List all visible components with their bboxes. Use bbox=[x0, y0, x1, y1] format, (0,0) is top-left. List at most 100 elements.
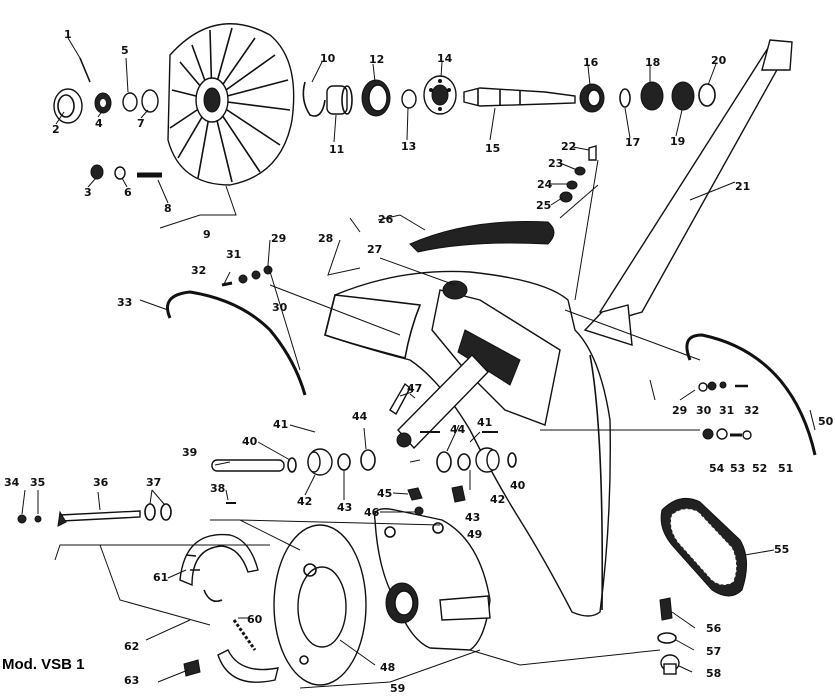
callout-54: 54 bbox=[709, 462, 725, 475]
pin-47-part bbox=[389, 382, 411, 416]
callout-35: 35 bbox=[30, 476, 45, 489]
pin-part bbox=[79, 57, 91, 83]
callout-labels: 1 2 3 4 5 6 7 8 9 10 11 12 13 14 15 16 1… bbox=[4, 28, 834, 695]
oring-40-part bbox=[287, 457, 297, 473]
callout-6: 6 bbox=[124, 186, 132, 199]
callout-58: 58 bbox=[706, 667, 721, 680]
hub-cap-part bbox=[53, 88, 83, 124]
callout-55: 55 bbox=[774, 543, 789, 556]
seal-ring-part bbox=[698, 83, 716, 107]
callout-39: 39 bbox=[182, 446, 197, 459]
washer-small-part bbox=[574, 166, 586, 176]
bush-part bbox=[326, 85, 353, 115]
callout-47: 47 bbox=[407, 382, 422, 395]
callout-40-right: 40 bbox=[510, 479, 526, 492]
nut-r31-part bbox=[719, 381, 727, 389]
callout-13: 13 bbox=[401, 140, 416, 153]
callout-63: 63 bbox=[124, 674, 139, 687]
callout-43: 43 bbox=[337, 501, 352, 514]
washer-29-part bbox=[238, 274, 248, 284]
model-label: Mod. VSB 1 bbox=[2, 656, 85, 673]
callout-20: 20 bbox=[711, 54, 727, 67]
callout-1: 1 bbox=[64, 28, 72, 41]
washer-part bbox=[122, 92, 138, 112]
bearing-part-2 bbox=[671, 81, 695, 111]
spring-37a-part bbox=[144, 503, 156, 521]
callout-48: 48 bbox=[380, 661, 395, 674]
spacer-part bbox=[141, 89, 159, 113]
screw-part bbox=[221, 281, 233, 287]
mudguard-trim-part bbox=[409, 221, 555, 253]
callout-5: 5 bbox=[121, 44, 129, 57]
nut-part bbox=[90, 164, 104, 180]
callout-4: 4 bbox=[95, 117, 103, 130]
callout-40: 40 bbox=[242, 435, 258, 448]
callout-3: 3 bbox=[84, 186, 92, 199]
callout-32: 32 bbox=[191, 264, 206, 277]
washer-52-part bbox=[742, 430, 752, 440]
callout-11: 11 bbox=[329, 143, 344, 156]
callout-61: 61 bbox=[153, 571, 168, 584]
callout-19: 19 bbox=[670, 135, 685, 148]
callout-15: 15 bbox=[485, 142, 500, 155]
callout-9: 9 bbox=[203, 228, 211, 241]
callout-21: 21 bbox=[735, 180, 750, 193]
callout-24: 24 bbox=[537, 178, 553, 191]
callout-29-right: 29 bbox=[672, 404, 687, 417]
brake-drum-lining-part bbox=[660, 497, 747, 597]
lock-washer-part bbox=[114, 166, 126, 180]
wheel-hub-part bbox=[167, 23, 295, 186]
callout-45: 45 bbox=[377, 487, 392, 500]
callout-60: 60 bbox=[247, 613, 263, 626]
bush-42b-part bbox=[475, 447, 500, 473]
castle-nut-part bbox=[94, 92, 112, 114]
callout-31: 31 bbox=[226, 248, 241, 261]
spring-60-part bbox=[232, 619, 257, 651]
bolt-56-part bbox=[659, 597, 673, 621]
callout-27: 27 bbox=[367, 243, 382, 256]
callout-46: 46 bbox=[364, 506, 380, 519]
leader-lines bbox=[21, 37, 816, 689]
clip-49-part bbox=[451, 485, 466, 503]
cap-nut-58-part bbox=[660, 654, 680, 675]
callout-37: 37 bbox=[146, 476, 161, 489]
roller-bearing-part bbox=[361, 79, 391, 117]
callout-36: 36 bbox=[93, 476, 109, 489]
ball-bearing-part bbox=[423, 75, 457, 115]
callout-42: 42 bbox=[297, 495, 312, 508]
washer-r30-part bbox=[707, 381, 717, 391]
callout-2: 2 bbox=[52, 123, 60, 136]
callout-32-right: 32 bbox=[744, 404, 759, 417]
steering-column-part bbox=[583, 39, 793, 346]
callout-57: 57 bbox=[706, 645, 721, 658]
callout-62: 62 bbox=[124, 640, 139, 653]
brake-rod-part bbox=[57, 510, 141, 527]
callout-49: 49 bbox=[467, 528, 482, 541]
seal-44-part bbox=[360, 449, 376, 471]
callout-17: 17 bbox=[625, 136, 640, 149]
oring-part bbox=[619, 88, 631, 108]
oring-40b-part bbox=[507, 452, 517, 468]
needle-bearing-part bbox=[579, 83, 605, 113]
washer-r29-part bbox=[698, 382, 708, 392]
callout-30: 30 bbox=[272, 301, 288, 314]
seal-44b-part bbox=[436, 451, 452, 473]
washer-54-part bbox=[702, 428, 714, 440]
callout-41-right: 41 bbox=[477, 416, 492, 429]
callout-51: 51 bbox=[778, 462, 793, 475]
pivot-pin-part bbox=[211, 459, 285, 472]
washer-57-part bbox=[657, 632, 677, 644]
bush-42-part bbox=[307, 448, 333, 476]
callout-30-right: 30 bbox=[696, 404, 712, 417]
washer-small-part-2 bbox=[566, 180, 578, 190]
brake-shoe-upper-part bbox=[179, 533, 259, 587]
clip-63-part bbox=[183, 659, 201, 677]
callout-8: 8 bbox=[164, 202, 172, 215]
bearing-part bbox=[640, 81, 664, 111]
callout-7: 7 bbox=[137, 117, 145, 130]
nut-small-part bbox=[559, 191, 573, 203]
callout-22: 22 bbox=[561, 140, 576, 153]
callout-10: 10 bbox=[320, 52, 336, 65]
washer-53-part bbox=[716, 428, 728, 440]
